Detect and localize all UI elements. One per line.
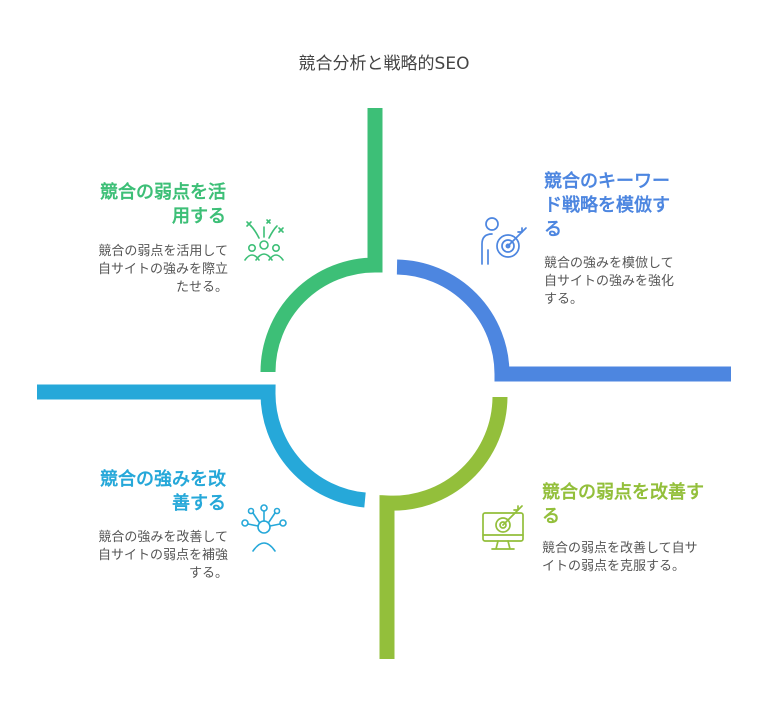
person-target-icon bbox=[481, 217, 527, 265]
person-network-icon bbox=[241, 504, 287, 552]
heading-top-left: 競合の弱点を活 用する bbox=[100, 182, 226, 227]
page-title: 競合分析と戦略的SEO bbox=[298, 54, 470, 74]
monitor-target-icon bbox=[482, 505, 524, 550]
arc-top-right bbox=[396, 259, 731, 382]
arc-bottom-left bbox=[37, 384, 366, 508]
heading-bottom-right: 競合の弱点を改善す る bbox=[542, 482, 704, 527]
description-bottom-left: 競合の強みを改善して 自サイトの弱点を補強 する。 bbox=[97, 530, 228, 581]
description-bottom-right: 競合の弱点を改善して自サ イトの弱点を克服する。 bbox=[542, 541, 698, 574]
heading-top-right: 競合のキーワー ド戦略を模倣す る bbox=[544, 171, 670, 240]
description-top-left: 競合の弱点を活用して 自サイトの強みを際立 たせる。 bbox=[97, 244, 228, 295]
heading-bottom-left: 競合の強みを改 善する bbox=[100, 469, 226, 514]
description-top-right: 競合の強みを模倣して 自サイトの強みを強化 する。 bbox=[544, 256, 675, 307]
arc-top-left bbox=[260, 108, 383, 373]
team-celebration-icon bbox=[244, 219, 284, 261]
arc-bottom-right bbox=[379, 396, 508, 659]
